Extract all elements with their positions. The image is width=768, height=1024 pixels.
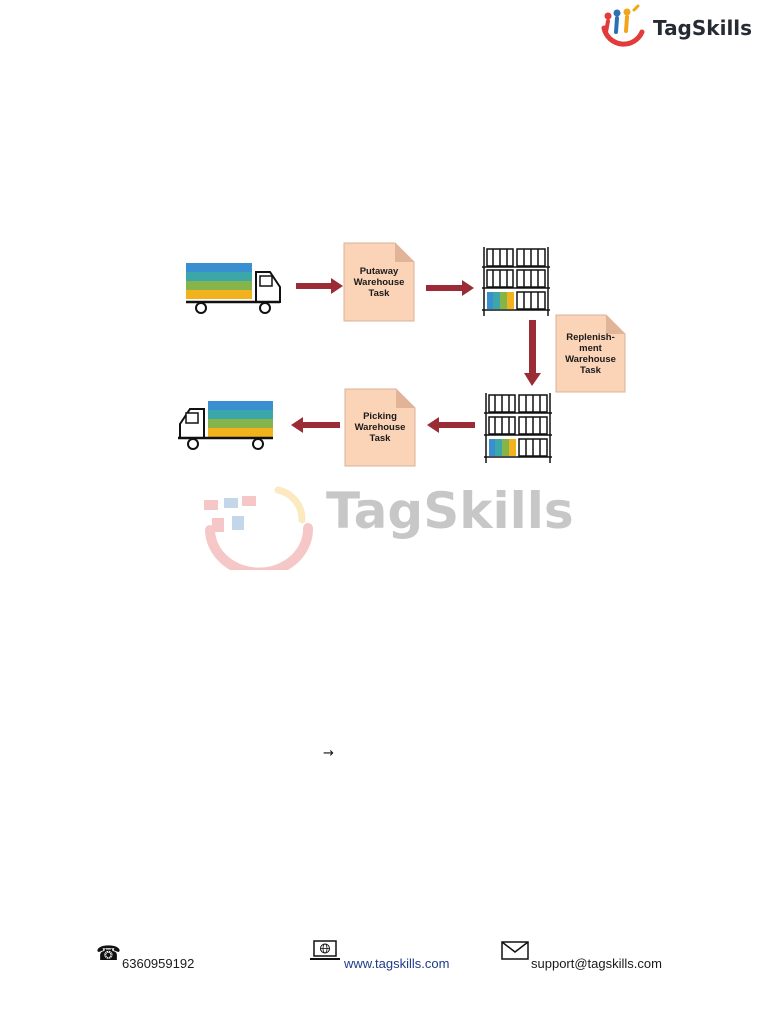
arrow-truck-to-putaway	[296, 278, 343, 294]
email-address[interactable]: support@tagskills.com	[531, 956, 662, 971]
brand-logo-icon	[601, 4, 645, 47]
footer: ☎ 6360959192 www.tagskills.com support@t…	[0, 935, 768, 980]
phone-number[interactable]: 6360959192	[122, 956, 195, 971]
laptop-globe-icon	[310, 940, 340, 960]
brand-logo: TagSkills	[598, 4, 752, 52]
putaway-note-shape	[343, 242, 415, 322]
putaway-warehouse-task: Putaway Warehouse Task	[344, 243, 414, 321]
picking-label: Picking Warehouse Task	[354, 411, 406, 444]
storage-shelf-icon	[482, 247, 550, 316]
replenishment-note-shape	[555, 314, 626, 393]
flow-arrows	[291, 278, 541, 433]
picking-note-shape	[344, 388, 416, 467]
storage-shelf-icon	[484, 393, 552, 463]
shelf-goods	[489, 439, 516, 456]
shelf-goods	[487, 292, 514, 309]
arrow-glyph: →	[323, 746, 334, 761]
picking-warehouse-task: Picking Warehouse Task	[345, 389, 415, 466]
watermark: TagSkills	[190, 480, 574, 575]
arrow-putaway-to-shelf	[426, 280, 474, 296]
outbound-truck-icon	[178, 401, 273, 450]
arrow-shelf-to-shelf	[524, 320, 541, 386]
phone-icon: ☎	[96, 941, 121, 965]
arrow-picking-to-truck	[291, 417, 340, 433]
mail-icon	[501, 941, 529, 960]
watermark-text: TagSkills	[326, 482, 574, 540]
arrow-shelf-to-picking	[427, 417, 475, 433]
putaway-label: Putaway Warehouse Task	[353, 265, 405, 299]
replenishment-label: Replenish- ment Warehouse Task	[565, 331, 616, 376]
replenishment-warehouse-task: Replenish- ment Warehouse Task	[556, 315, 625, 392]
website-link[interactable]: www.tagskills.com	[344, 956, 450, 971]
watermark-logo-icon	[204, 486, 314, 570]
inbound-truck-icon	[186, 263, 281, 314]
brand-name: TagSkills	[653, 16, 753, 40]
